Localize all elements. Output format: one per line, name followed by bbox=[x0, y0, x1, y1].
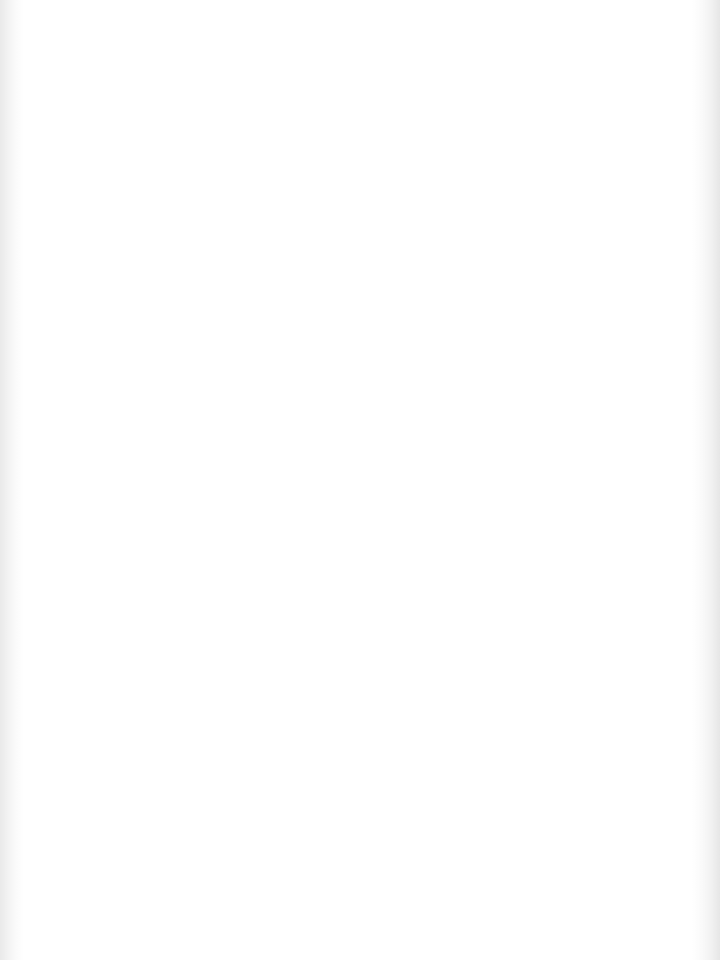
right-edge-shadow bbox=[692, 0, 720, 960]
blank-page[interactable] bbox=[24, 0, 692, 960]
left-edge-shadow bbox=[0, 0, 24, 960]
page-content bbox=[24, 0, 692, 960]
